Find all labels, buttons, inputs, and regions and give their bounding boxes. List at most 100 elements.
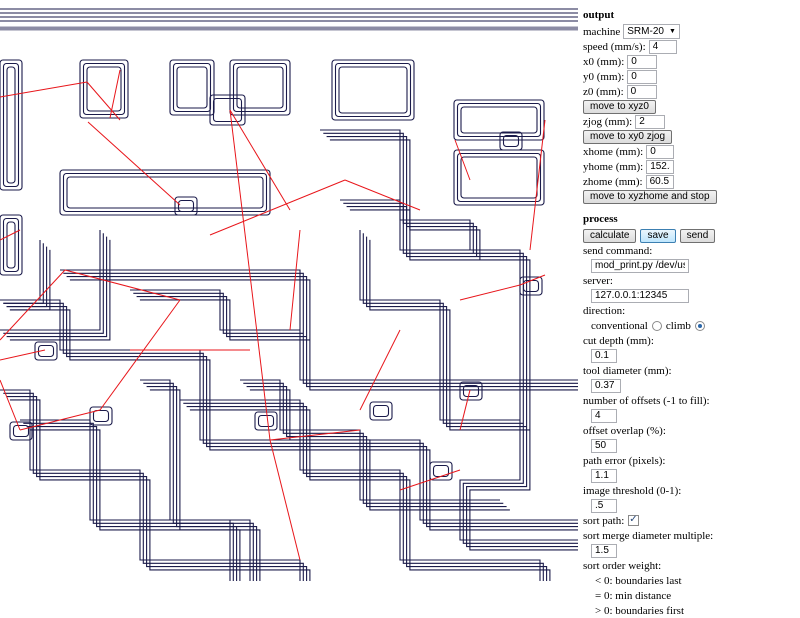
toolpath-canvas[interactable] (0, 0, 578, 581)
move-xy0-zjog-button[interactable]: move to xy0 zjog (583, 129, 673, 144)
yhome-label: yhome (mm): (583, 160, 644, 173)
save-button[interactable]: save (640, 228, 676, 243)
trace-10-0 (0, 240, 41, 301)
trace-6-2 (366, 236, 527, 428)
trace-11-1 (323, 132, 474, 254)
tool-diameter-label: tool diameter (mm): (583, 364, 672, 377)
via-9-0 (499, 131, 523, 151)
trace-9-2 (246, 386, 507, 508)
output-section-title: output (583, 9, 615, 21)
pad-top-left-1 (82, 62, 126, 116)
trace-7-3 (9, 239, 111, 341)
rapid-move-20 (399, 469, 461, 491)
pad-right-a-0 (453, 99, 545, 141)
x0-input[interactable] (627, 54, 658, 69)
conventional-label: conventional (591, 319, 648, 332)
path-error-input[interactable] (591, 468, 617, 483)
trace-5-1 (133, 292, 304, 334)
calculate-button[interactable]: calculate (583, 228, 637, 243)
pad-mid-left-0 (59, 169, 271, 216)
threshold-label: image threshold (0-1): (583, 484, 682, 497)
pad-small-0 (209, 94, 246, 126)
via-3-0 (9, 421, 33, 441)
trace-2-3 (9, 399, 311, 581)
machine-label: machine (583, 25, 621, 38)
overlap-input[interactable] (591, 438, 617, 453)
pad-top-b-0 (229, 59, 291, 116)
trace-2-2 (6, 396, 308, 581)
pad-mid-left-2 (66, 176, 264, 209)
pad-top-a-1 (172, 62, 212, 113)
xhome-label: xhome (mm): (583, 145, 644, 158)
trace-3-1 (23, 422, 254, 581)
move-home-button[interactable]: move to xyzhome and stop (583, 189, 717, 204)
cut-depth-input[interactable] (591, 348, 617, 363)
machine-select[interactable]: SRM-20 ▼ (623, 24, 680, 39)
sort-merge-label: sort merge diameter multiple: (583, 529, 714, 542)
yhome-input[interactable] (646, 159, 675, 174)
pad-small-1 (212, 97, 243, 123)
trace-4-2 (346, 206, 578, 548)
server-input[interactable] (591, 288, 689, 303)
rapid-move-9 (0, 269, 66, 341)
rapid-move-13 (269, 439, 301, 561)
chevron-down-icon: ▼ (668, 27, 676, 35)
via-1-0 (369, 401, 393, 421)
z0-label: z0 (mm): (583, 85, 624, 98)
sort-merge-input[interactable] (591, 543, 617, 558)
trace-3-2 (26, 426, 258, 581)
via-7-0 (459, 381, 483, 401)
zhome-input[interactable] (645, 174, 674, 189)
pad-mid-left-1 (62, 172, 268, 213)
send-command-label: send command: (583, 244, 653, 257)
trace-5-0 (130, 289, 300, 331)
rapid-move-16 (459, 389, 471, 431)
zhome-label: zhome (mm): (583, 175, 643, 188)
rapid-move-8 (64, 269, 181, 301)
climb-radio[interactable] (694, 320, 705, 331)
pad-top-c-1 (334, 62, 412, 118)
pad-left-edge-2-0 (0, 214, 23, 276)
pad-top-b-2 (236, 66, 284, 109)
trace-8-3 (189, 409, 551, 581)
pad-top-a-0 (169, 59, 215, 116)
offsets-label: number of offsets (-1 to fill): (583, 394, 710, 407)
trace-3-3 (29, 429, 261, 581)
trace-5-3 (139, 299, 310, 341)
trace-11-0 (320, 129, 471, 250)
pad-left-edge-2-1 (2, 217, 20, 273)
rapid-move-2 (87, 121, 181, 206)
rapid-move-18 (529, 119, 546, 251)
via-1-1 (372, 404, 390, 418)
via-8-0 (519, 276, 543, 296)
sort-path-checkbox[interactable] (628, 513, 640, 527)
send-button[interactable]: send (679, 228, 716, 243)
tool-diameter-input[interactable] (591, 378, 621, 393)
threshold-input[interactable] (591, 498, 617, 513)
zjog-label: zjog (mm): (583, 115, 633, 128)
rapid-move-24 (0, 349, 46, 361)
trace-2-1 (3, 392, 304, 581)
z0-input[interactable] (626, 84, 657, 99)
process-section-title: process (583, 213, 618, 225)
trace-9-3 (249, 389, 510, 511)
conventional-radio[interactable] (651, 320, 662, 331)
via-5-0 (34, 341, 58, 361)
speed-input[interactable] (648, 39, 677, 54)
xhome-input[interactable] (646, 144, 675, 159)
sort-order-hint-2: = 0: min distance (595, 589, 672, 602)
rapid-move-11 (0, 379, 21, 431)
send-command-input[interactable] (591, 258, 689, 273)
move-xyz0-button[interactable]: move to xyz0 (583, 99, 656, 114)
rapid-move-15 (459, 284, 521, 301)
rapid-move-5 (229, 109, 271, 441)
y0-input[interactable] (627, 69, 658, 84)
trace-6-0 (359, 230, 520, 421)
pad-left-edge-2-2 (6, 221, 16, 269)
pad-top-c-2 (338, 66, 408, 114)
zjog-input[interactable] (635, 114, 666, 129)
x0-label: x0 (mm): (583, 55, 625, 68)
trace-7-2 (6, 236, 108, 338)
offsets-input[interactable] (591, 408, 617, 423)
trace-8-0 (180, 399, 541, 581)
